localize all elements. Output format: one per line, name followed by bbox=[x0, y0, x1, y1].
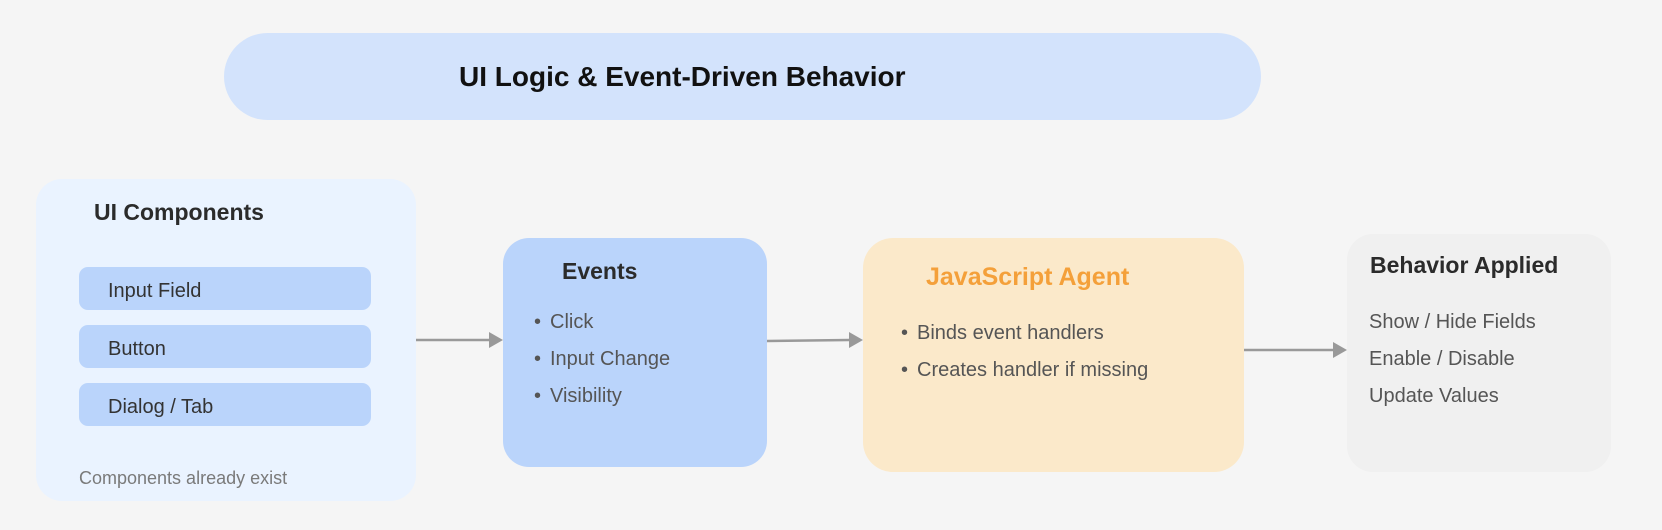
ui-components-panel: UI Components Input Field Button Dialog … bbox=[36, 179, 416, 501]
list-item: Update Values bbox=[1369, 385, 1499, 407]
component-label: Dialog / Tab bbox=[108, 396, 214, 418]
agent-list: •Binds event handlers •Creates handler i… bbox=[901, 315, 1148, 389]
component-label: Input Field bbox=[108, 280, 202, 302]
behavior-heading: Behavior Applied bbox=[1370, 252, 1559, 278]
title-banner: UI Logic & Event-Driven Behavior bbox=[224, 33, 1261, 120]
list-item: •Binds event handlers bbox=[901, 322, 1104, 344]
arrow-head-icon bbox=[849, 332, 863, 348]
list-item: •Input Change bbox=[534, 348, 671, 370]
component-dialog-tab: Dialog / Tab bbox=[79, 383, 371, 426]
diagram-title: UI Logic & Event-Driven Behavior bbox=[459, 61, 906, 92]
arrow-head-icon bbox=[1333, 342, 1347, 358]
ui-components-heading: UI Components bbox=[94, 199, 264, 225]
behavior-applied-panel: Behavior Applied Show / Hide Fields Enab… bbox=[1347, 234, 1611, 472]
agent-heading: JavaScript Agent bbox=[926, 263, 1130, 291]
component-label: Button bbox=[108, 338, 166, 360]
components-note: Components already exist bbox=[79, 468, 288, 488]
events-list: •Click •Input Change •Visibility bbox=[534, 304, 670, 415]
list-item: •Creates handler if missing bbox=[901, 359, 1149, 381]
arrow-events-to-agent bbox=[766, 338, 850, 343]
events-panel: Events •Click •Input Change •Visibility bbox=[503, 238, 767, 467]
javascript-agent-panel: JavaScript Agent •Binds event handlers •… bbox=[863, 238, 1244, 472]
list-item: Show / Hide Fields bbox=[1369, 311, 1536, 333]
events-heading: Events bbox=[562, 258, 638, 284]
behavior-list: Show / Hide Fields Enable / Disable Upda… bbox=[1369, 304, 1536, 415]
component-button: Button bbox=[79, 325, 371, 368]
list-item: •Click bbox=[534, 311, 594, 333]
list-item: Enable / Disable bbox=[1369, 348, 1515, 370]
arrow-head-icon bbox=[489, 332, 503, 348]
component-input-field: Input Field bbox=[79, 267, 371, 310]
list-item: •Visibility bbox=[534, 385, 622, 407]
